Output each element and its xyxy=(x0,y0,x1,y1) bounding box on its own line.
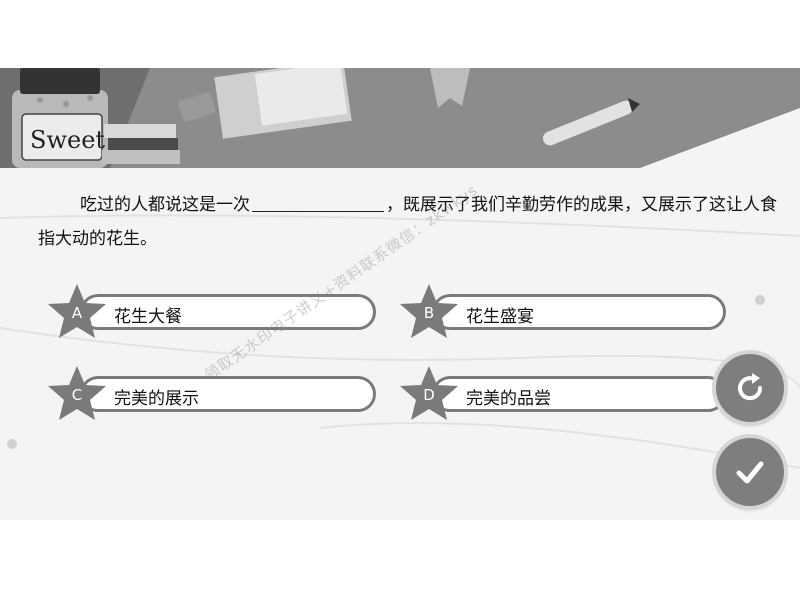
option-c[interactable]: C 完美的展示 xyxy=(46,366,376,420)
option-d-label: 完美的品尝 xyxy=(466,389,551,409)
sweet-sticker: Sweet xyxy=(30,126,105,154)
submit-button[interactable] xyxy=(716,438,784,506)
option-c-pill xyxy=(80,376,376,412)
jar-icon xyxy=(12,68,108,168)
option-a-letter: A xyxy=(71,304,83,322)
option-b[interactable]: B 花生盛宴 xyxy=(398,284,728,338)
star-icon xyxy=(400,366,458,420)
check-icon xyxy=(736,461,764,484)
option-a[interactable]: A 花生大餐 xyxy=(46,284,376,338)
option-b-letter: B xyxy=(423,304,435,322)
option-d[interactable]: D 完美的品尝 xyxy=(398,366,728,420)
question-text-before: 吃过的人都说这是一次 xyxy=(80,195,250,215)
option-d-pill xyxy=(432,376,726,412)
option-d-letter: D xyxy=(423,386,435,404)
star-icon xyxy=(48,366,106,420)
refresh-icon xyxy=(738,373,763,401)
option-a-label: 花生大餐 xyxy=(114,307,182,327)
option-b-pill xyxy=(432,294,726,330)
question-text: 吃过的人都说这是一次，既展示了我们辛勤劳作的成果，又展示了这让人食指大动的花生。 xyxy=(38,188,778,256)
question-text-after: ，既展示了我们辛勤劳作的成果，又展示了这让人食指大动的花生。 xyxy=(38,195,777,249)
star-icon xyxy=(48,284,106,338)
quiz-stage: Sweet 吃过的人都说这是一次，既展示了我们辛勤劳作的成果，又展示了这让人食指… xyxy=(0,68,800,520)
option-b-label: 花生盛宴 xyxy=(466,307,534,327)
option-c-label: 完美的展示 xyxy=(114,389,199,409)
pencil-icon xyxy=(542,98,640,146)
reset-button[interactable] xyxy=(716,354,784,422)
star-icon xyxy=(400,284,458,338)
banner-illustration: Sweet xyxy=(0,68,800,168)
books-icon xyxy=(102,92,216,164)
option-c-letter: C xyxy=(71,386,83,404)
answer-blank xyxy=(252,189,384,212)
